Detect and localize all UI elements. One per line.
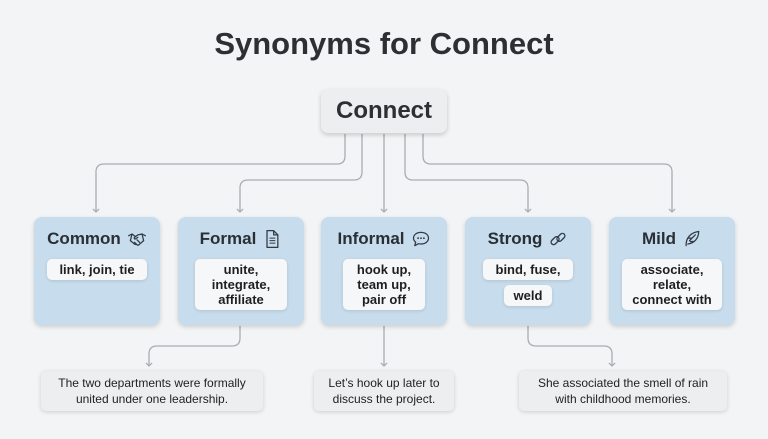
category-title: Mild bbox=[642, 229, 676, 248]
connector-mild bbox=[422, 134, 676, 213]
synonym-pill: link, join, tie bbox=[47, 259, 147, 280]
connector-example-formal bbox=[145, 326, 241, 367]
root-node: Connect bbox=[321, 89, 447, 133]
example-sentence-formal: The two departments were formally united… bbox=[41, 371, 263, 411]
category-title: Informal bbox=[337, 229, 405, 248]
example-text: The two departments were formally united… bbox=[58, 376, 246, 406]
document-icon bbox=[266, 230, 279, 248]
connector-formal bbox=[236, 134, 363, 213]
synonym-text: weld bbox=[513, 288, 543, 303]
category-strong: Strong bind, fuse, weld bbox=[465, 217, 591, 325]
chain-link-icon bbox=[550, 232, 566, 246]
category-mild: Mild associate, relate, connect with bbox=[609, 217, 735, 325]
connector-strong bbox=[404, 134, 532, 213]
synonym-text: unite, bbox=[223, 262, 259, 277]
category-title: Common bbox=[47, 229, 121, 248]
root-label: Connect bbox=[336, 97, 432, 124]
example-text: She associated the smell of rain with ch… bbox=[537, 376, 709, 406]
synonym-text: bind, fuse, bbox=[495, 262, 561, 277]
synonym-text: link, join, tie bbox=[59, 262, 135, 277]
category-informal: Informal hook up, team up, pair off bbox=[321, 217, 447, 325]
synonym-text: associate, bbox=[640, 262, 704, 277]
synonym-text: connect with bbox=[632, 292, 712, 307]
speech-bubble-icon bbox=[412, 231, 429, 247]
synonym-pill: associate, relate, connect with bbox=[622, 259, 722, 310]
synonym-pill: hook up, team up, pair off bbox=[343, 259, 425, 310]
synonym-text: affiliate bbox=[218, 292, 264, 307]
category-formal: Formal unite, integrate, affiliate bbox=[178, 217, 304, 325]
handshake-icon bbox=[127, 233, 146, 246]
page-title: Synonyms for Connect bbox=[214, 26, 554, 61]
synonym-text: hook up, bbox=[356, 262, 412, 277]
synonym-text: relate, bbox=[652, 277, 692, 292]
synonym-text: team up, bbox=[357, 277, 411, 292]
connector-common bbox=[92, 134, 346, 213]
synonym-pill: unite, integrate, affiliate bbox=[195, 259, 287, 310]
synonym-pill: bind, fuse, bbox=[483, 259, 573, 280]
category-title: Strong bbox=[487, 229, 543, 248]
category-title: Formal bbox=[199, 229, 257, 248]
example-text: Let’s hook up later to discuss the proje… bbox=[328, 376, 440, 406]
example-sentence-informal: Let’s hook up later to discuss the proje… bbox=[314, 371, 454, 411]
synonym-text: pair off bbox=[361, 292, 407, 307]
category-common: Common link, join, tie bbox=[34, 217, 160, 325]
feather-icon bbox=[685, 230, 700, 247]
synonym-text: integrate, bbox=[211, 277, 271, 292]
connector-example-mild bbox=[527, 326, 616, 367]
synonym-pill: weld bbox=[504, 285, 552, 306]
example-sentence-mild: She associated the smell of rain with ch… bbox=[519, 371, 727, 411]
